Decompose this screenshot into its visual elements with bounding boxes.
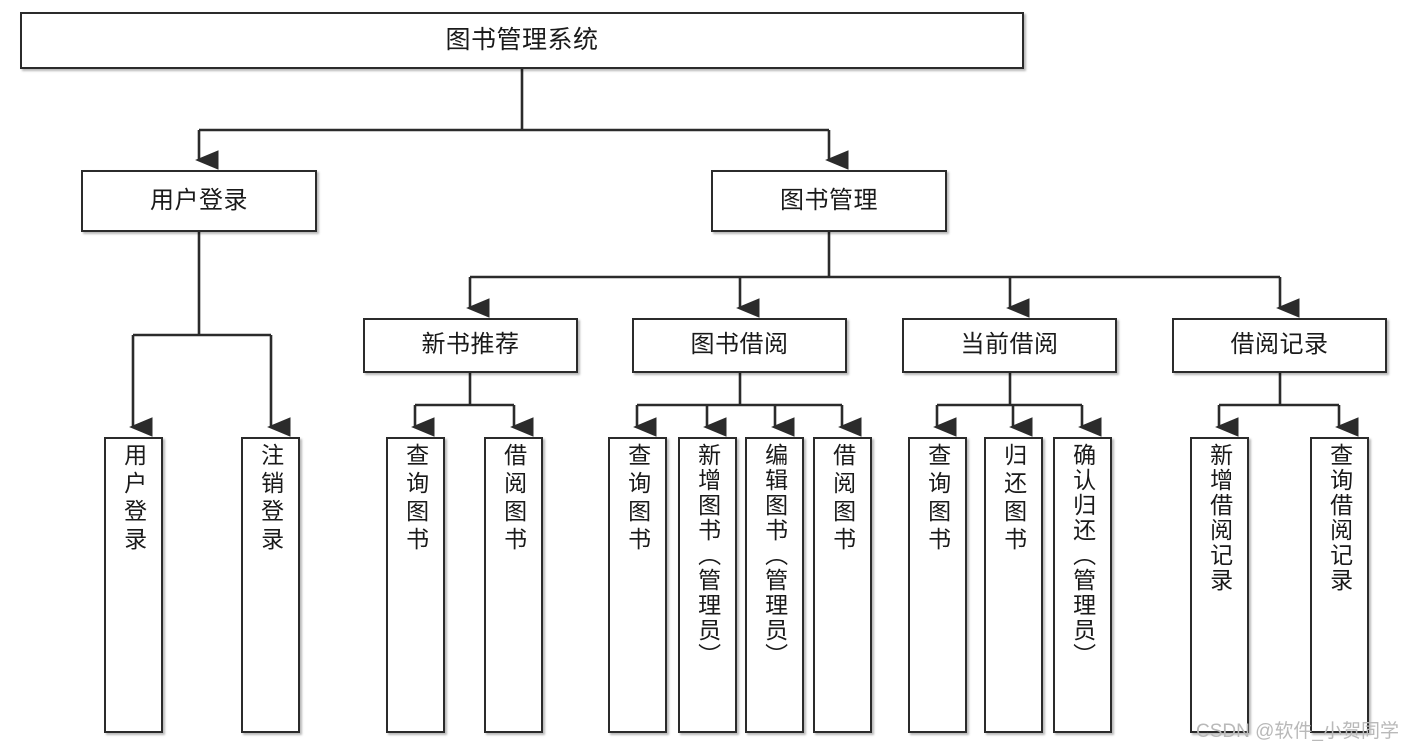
node-current-borrow-label: 当前借阅 — [960, 331, 1059, 359]
node-leaf-borrow-book-1[interactable]: 借阅图书 — [484, 437, 543, 733]
node-borrow-record-label: 借阅记录 — [1230, 331, 1329, 359]
node-leaf-add-record[interactable]: 新增借阅记录 — [1190, 437, 1249, 733]
node-leaf-add-book[interactable]: 新增图书（管理员） — [678, 437, 737, 733]
node-current-borrow[interactable]: 当前借阅 — [902, 318, 1117, 373]
node-leaf-edit-book-label: 编辑图书（管理员） — [761, 443, 788, 668]
node-book-borrow[interactable]: 图书借阅 — [632, 318, 847, 373]
node-leaf-query-book-2[interactable]: 查询图书 — [608, 437, 667, 733]
node-leaf-query-record-label: 查询借阅记录 — [1326, 443, 1353, 593]
node-leaf-query-book-2-label: 查询图书 — [624, 443, 651, 555]
node-leaf-user-login-label: 用户登录 — [120, 443, 147, 555]
node-borrow-record[interactable]: 借阅记录 — [1172, 318, 1387, 373]
node-book-manage-label: 图书管理 — [780, 186, 878, 214]
node-leaf-query-book-1-label: 查询图书 — [402, 443, 429, 555]
node-root-label: 图书管理系统 — [445, 25, 599, 54]
node-leaf-logout-label: 注销登录 — [257, 443, 284, 555]
node-book-borrow-label: 图书借阅 — [690, 331, 789, 359]
node-leaf-user-login[interactable]: 用户登录 — [104, 437, 163, 733]
node-leaf-borrow-book-2[interactable]: 借阅图书 — [813, 437, 872, 733]
node-leaf-borrow-book-1-label: 借阅图书 — [500, 443, 527, 555]
node-leaf-borrow-book-2-label: 借阅图书 — [829, 443, 856, 555]
node-leaf-add-record-label: 新增借阅记录 — [1206, 443, 1233, 593]
node-leaf-query-book-1[interactable]: 查询图书 — [386, 437, 445, 733]
node-leaf-confirm-return[interactable]: 确认归还（管理员） — [1053, 437, 1112, 733]
node-leaf-add-book-label: 新增图书（管理员） — [694, 443, 721, 668]
node-new-book-recommend[interactable]: 新书推荐 — [363, 318, 578, 373]
node-leaf-return-book[interactable]: 归还图书 — [984, 437, 1043, 733]
node-leaf-logout[interactable]: 注销登录 — [241, 437, 300, 733]
node-leaf-confirm-return-label: 确认归还（管理员） — [1069, 443, 1096, 668]
node-leaf-return-book-label: 归还图书 — [1000, 443, 1027, 555]
node-leaf-query-book-3[interactable]: 查询图书 — [908, 437, 967, 733]
node-leaf-query-record[interactable]: 查询借阅记录 — [1310, 437, 1369, 733]
node-book-manage[interactable]: 图书管理 — [711, 170, 947, 232]
node-leaf-query-book-3-label: 查询图书 — [924, 443, 951, 555]
node-leaf-edit-book[interactable]: 编辑图书（管理员） — [745, 437, 804, 733]
watermark: CSDN @软件_小贺同学 — [1196, 721, 1399, 742]
node-user-login-label: 用户登录 — [150, 186, 248, 214]
node-new-book-recommend-label: 新书推荐 — [421, 331, 520, 359]
node-root[interactable]: 图书管理系统 — [20, 12, 1024, 69]
node-user-login[interactable]: 用户登录 — [81, 170, 317, 232]
